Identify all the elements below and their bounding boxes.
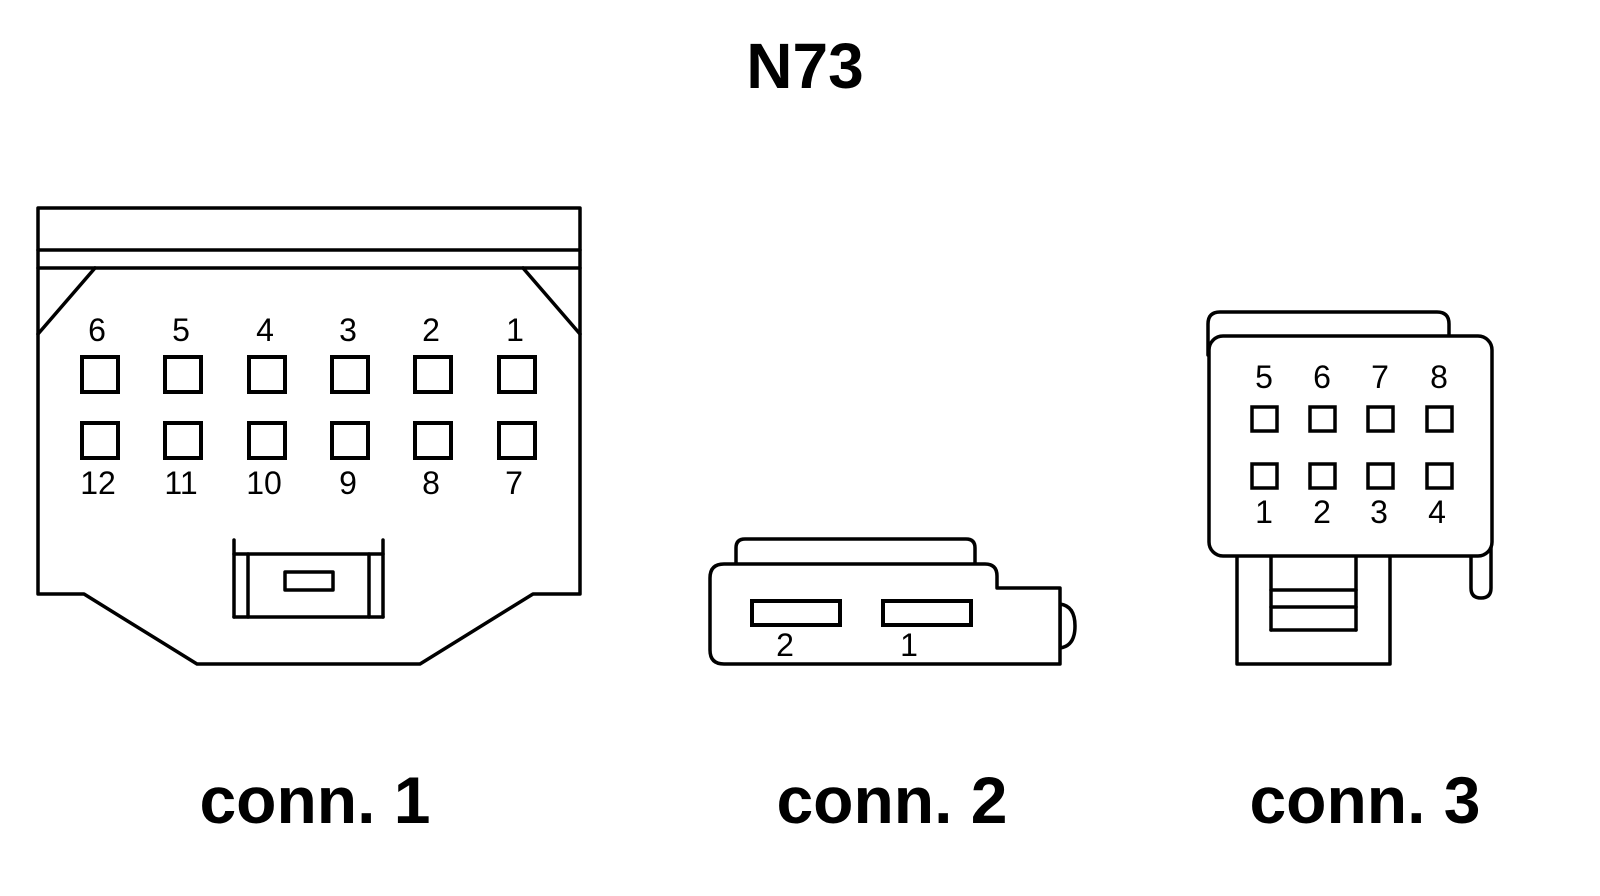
connector-1-labels-bottom: 12 11 10 9 8 7 bbox=[80, 465, 523, 501]
connector-1-caption: conn. 1 bbox=[199, 763, 430, 837]
connector-2-latch bbox=[1058, 602, 1077, 650]
pin-label: 11 bbox=[164, 465, 197, 501]
connector-3-pin bbox=[1308, 405, 1337, 433]
pin-label: 5 bbox=[172, 312, 190, 348]
connector-2-caption: conn. 2 bbox=[776, 763, 1007, 837]
connector-1-pin bbox=[163, 421, 203, 460]
pin-label: 1 bbox=[1255, 494, 1273, 530]
pin-label: 4 bbox=[256, 312, 274, 348]
connector-1-latch bbox=[232, 538, 385, 619]
pin-label: 7 bbox=[1371, 359, 1389, 395]
connector-3-pin bbox=[1250, 405, 1279, 433]
connector-1-pins-top bbox=[80, 355, 537, 394]
connector-1-chamfer-left bbox=[36, 266, 97, 336]
connector-1-pins-bottom bbox=[80, 421, 537, 460]
connector-1-pin bbox=[330, 421, 370, 460]
connector-1-pin bbox=[80, 421, 120, 460]
pin-label: 8 bbox=[422, 465, 440, 501]
connector-2-top-tab bbox=[734, 537, 977, 568]
connector-2-pin bbox=[750, 599, 842, 627]
pin-label: 6 bbox=[1313, 359, 1331, 395]
connector-3-pin bbox=[1250, 462, 1279, 490]
pin-label: 10 bbox=[246, 465, 282, 501]
diagram-title: N73 bbox=[746, 30, 863, 102]
pin-label: 2 bbox=[776, 627, 794, 663]
connector-3-pin bbox=[1308, 462, 1337, 490]
connector-3-labels-bottom: 1 2 3 4 bbox=[1255, 494, 1446, 530]
connector-3-pins-top bbox=[1250, 405, 1454, 433]
connector-1-pin bbox=[413, 421, 453, 460]
pin-label: 1 bbox=[900, 627, 918, 663]
pin-label: 9 bbox=[339, 465, 357, 501]
pin-label: 2 bbox=[422, 312, 440, 348]
pin-label: 6 bbox=[88, 312, 106, 348]
connector-3-lock bbox=[1269, 553, 1358, 632]
connector-1-pin bbox=[247, 355, 287, 394]
connector-3-labels-top: 5 6 7 8 bbox=[1255, 359, 1448, 395]
connector-3-pins-bottom bbox=[1250, 462, 1454, 490]
connector-1-pin bbox=[80, 355, 120, 394]
pin-label: 2 bbox=[1313, 494, 1331, 530]
connector-1-pin bbox=[497, 355, 537, 394]
connector-3-pin bbox=[1425, 405, 1454, 433]
connector-3-pin bbox=[1366, 405, 1395, 433]
connector-1-pin bbox=[330, 355, 370, 394]
pin-label: 3 bbox=[1370, 494, 1388, 530]
connector-1-chamfer-right bbox=[521, 266, 582, 336]
connector-1-pin bbox=[497, 421, 537, 460]
pin-label: 3 bbox=[339, 312, 357, 348]
connector-2-pin bbox=[881, 599, 973, 627]
connector-1-labels-top: 6 5 4 3 2 1 bbox=[88, 312, 524, 348]
pin-label: 12 bbox=[80, 465, 116, 501]
connector-3-housing bbox=[1207, 334, 1494, 558]
pin-label: 8 bbox=[1430, 359, 1448, 395]
connector-3-caption: conn. 3 bbox=[1249, 763, 1480, 837]
connector-1-pin bbox=[247, 421, 287, 460]
connector-1: 6 5 4 3 2 1 12 11 10 9 8 7 bbox=[36, 206, 582, 666]
connector-1-pin bbox=[163, 355, 203, 394]
connector-3-pin bbox=[1366, 462, 1395, 490]
pin-label: 4 bbox=[1428, 494, 1446, 530]
connector-3-stem bbox=[1235, 553, 1392, 666]
connector-2: 2 1 bbox=[708, 537, 1077, 666]
connector-1-pin bbox=[413, 355, 453, 394]
connector-3: 5 6 7 8 1 2 3 4 bbox=[1206, 310, 1494, 666]
connector-1-housing bbox=[36, 206, 582, 666]
connector-3-pin bbox=[1425, 462, 1454, 490]
connector-3-side-clip bbox=[1469, 543, 1493, 600]
pin-label: 1 bbox=[506, 312, 524, 348]
pin-label: 5 bbox=[1255, 359, 1273, 395]
pin-label: 7 bbox=[505, 465, 523, 501]
